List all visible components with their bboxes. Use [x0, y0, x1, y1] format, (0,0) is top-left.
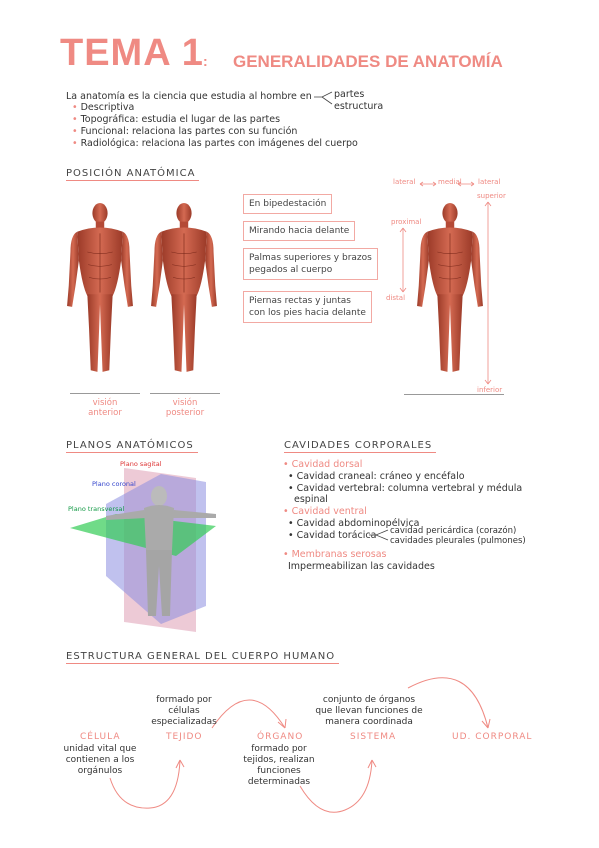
- cavidad-vertebral-cont: espinal: [294, 494, 328, 505]
- cavidad-craneal: • Cavidad craneal: cráneo y encéfalo: [288, 471, 465, 482]
- type-descriptiva: Descriptiva: [72, 102, 135, 114]
- cavidad-vertebral: • Cavidad vertebral: columna vertebral y…: [288, 483, 523, 494]
- toracica-branch: [369, 529, 389, 541]
- branch-partes: partes: [334, 89, 365, 100]
- divider-anterior: [70, 393, 140, 394]
- cavidad-ventral: Cavidad ventral: [283, 506, 367, 518]
- flow-organo: ÓRGANO: [257, 732, 304, 742]
- lateral-arrows: [419, 181, 475, 187]
- estructura-flow-arrows: [109, 677, 491, 813]
- membranas-desc: Impermeabilizan las cavidades: [288, 561, 435, 572]
- label-distal: distal: [386, 294, 406, 302]
- body-orientation-figure: [416, 202, 484, 373]
- title-colon: :: [203, 53, 208, 69]
- body-anterior-figure: [66, 202, 134, 373]
- planes-illustration: [70, 468, 216, 632]
- label-inferior: inferior: [477, 386, 503, 394]
- title-number: TEMA 1: [60, 32, 204, 74]
- intro-definition: La anatomía es la ciencia que estudia al…: [66, 91, 312, 102]
- flow-celula: CÉLULA: [80, 732, 121, 742]
- flow-ud-corporal: UD. CORPORAL: [452, 732, 533, 742]
- title-subtitle: GENERALIDADES DE ANATOMÍA: [233, 52, 503, 71]
- label-plano-coronal: Plano coronal: [92, 480, 136, 488]
- divider-orientation: [404, 394, 504, 395]
- flow-sistema: SISTEMA: [350, 732, 397, 742]
- type-funcional: Funcional: relaciona las partes con su f…: [72, 126, 298, 138]
- cavidades-pleurales: cavidades pleurales (pulmones): [390, 536, 526, 546]
- label-plano-transversal: Plano transversal: [68, 505, 125, 513]
- cavidad-toracica: • Cavidad torácica: [288, 530, 377, 541]
- cavidad-abdominopelvica: • Cavidad abdominopélvica: [288, 518, 420, 529]
- label-superior: superior: [477, 192, 506, 200]
- label-proximal: proximal: [391, 218, 422, 226]
- type-topografica: Topográfica: estudia el lugar de las par…: [72, 114, 280, 126]
- flow-tejido: TEJIDO: [166, 732, 203, 742]
- branch-estructura: estructura: [334, 101, 384, 112]
- label-medial: medial: [438, 178, 462, 186]
- divider-posterior: [150, 393, 220, 394]
- proximal-distal-arrow: [399, 227, 407, 293]
- box-bipedestacion: En bipedestación: [243, 194, 333, 214]
- label-lateral-right: lateral: [478, 178, 501, 186]
- body-posterior-figure: [150, 202, 218, 373]
- heading-cavidades: CAVIDADES CORPORALES: [284, 440, 437, 453]
- label-lateral-left: lateral: [393, 178, 416, 186]
- branch-connector: [314, 91, 333, 105]
- heading-estructura: ESTRUCTURA GENERAL DEL CUERPO HUMANO: [66, 651, 340, 664]
- heading-planos: PLANOS ANATÓMICOS: [66, 440, 198, 453]
- cavidad-dorsal: Cavidad dorsal: [283, 459, 363, 471]
- membranas-serosas: Membranas serosas: [283, 549, 387, 561]
- cavidad-pericardica: cavidad pericárdica (corazón): [390, 526, 517, 536]
- type-radiologica: Radiológica: relaciona las partes con im…: [72, 138, 358, 150]
- heading-posicion: POSICIÓN ANATÓMICA: [66, 168, 200, 181]
- label-plano-sagital: Plano sagital: [120, 460, 162, 468]
- box-mirando: Mirando hacia delante: [243, 221, 356, 241]
- superior-inferior-arrow: [484, 201, 492, 385]
